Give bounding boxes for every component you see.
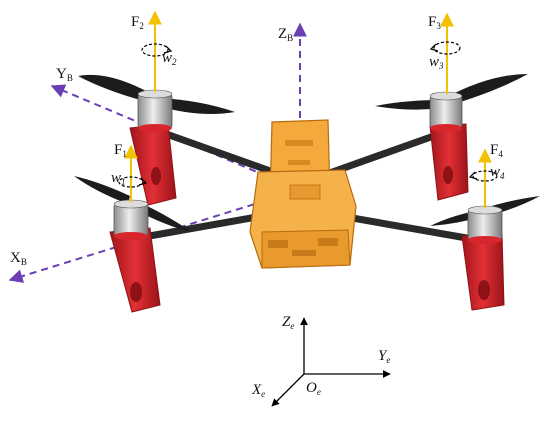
ye-label: Ye	[378, 348, 390, 365]
center-frame	[249, 119, 357, 269]
arm-mount-2	[129, 123, 177, 206]
w2-label: w2	[162, 50, 177, 67]
ze-label: Ze	[282, 314, 294, 331]
propeller-3	[375, 74, 528, 110]
motor-1	[113, 199, 149, 240]
arm-mount-4	[461, 233, 505, 311]
w1-rotation-icon	[118, 176, 148, 188]
xb-axis	[8, 189, 301, 283]
yb-label: YB	[56, 66, 73, 83]
w2-rotation-icon	[141, 43, 173, 57]
arm-mount-1	[109, 227, 161, 313]
xb-label: XB	[10, 250, 27, 267]
f3-label: F3	[428, 14, 441, 31]
w3-label: w3	[429, 54, 444, 71]
propeller-2	[78, 74, 235, 114]
motor-4	[467, 205, 503, 244]
f2-label: F2	[131, 14, 144, 31]
f1-label: F1	[114, 142, 127, 159]
w4-rotation-icon	[468, 170, 498, 182]
w1-label: w1	[111, 170, 126, 187]
xe-label: Xe	[251, 382, 265, 399]
earth-frame	[271, 317, 391, 407]
zb-label: ZB	[278, 26, 293, 43]
w3-rotation-icon	[429, 41, 461, 55]
w4-label: w4	[490, 164, 505, 181]
oe-label: Oe	[306, 380, 321, 397]
motor-3	[429, 91, 463, 132]
motor-2	[137, 89, 173, 132]
f4-label: F4	[490, 142, 503, 159]
arm-mount-3	[429, 123, 469, 201]
